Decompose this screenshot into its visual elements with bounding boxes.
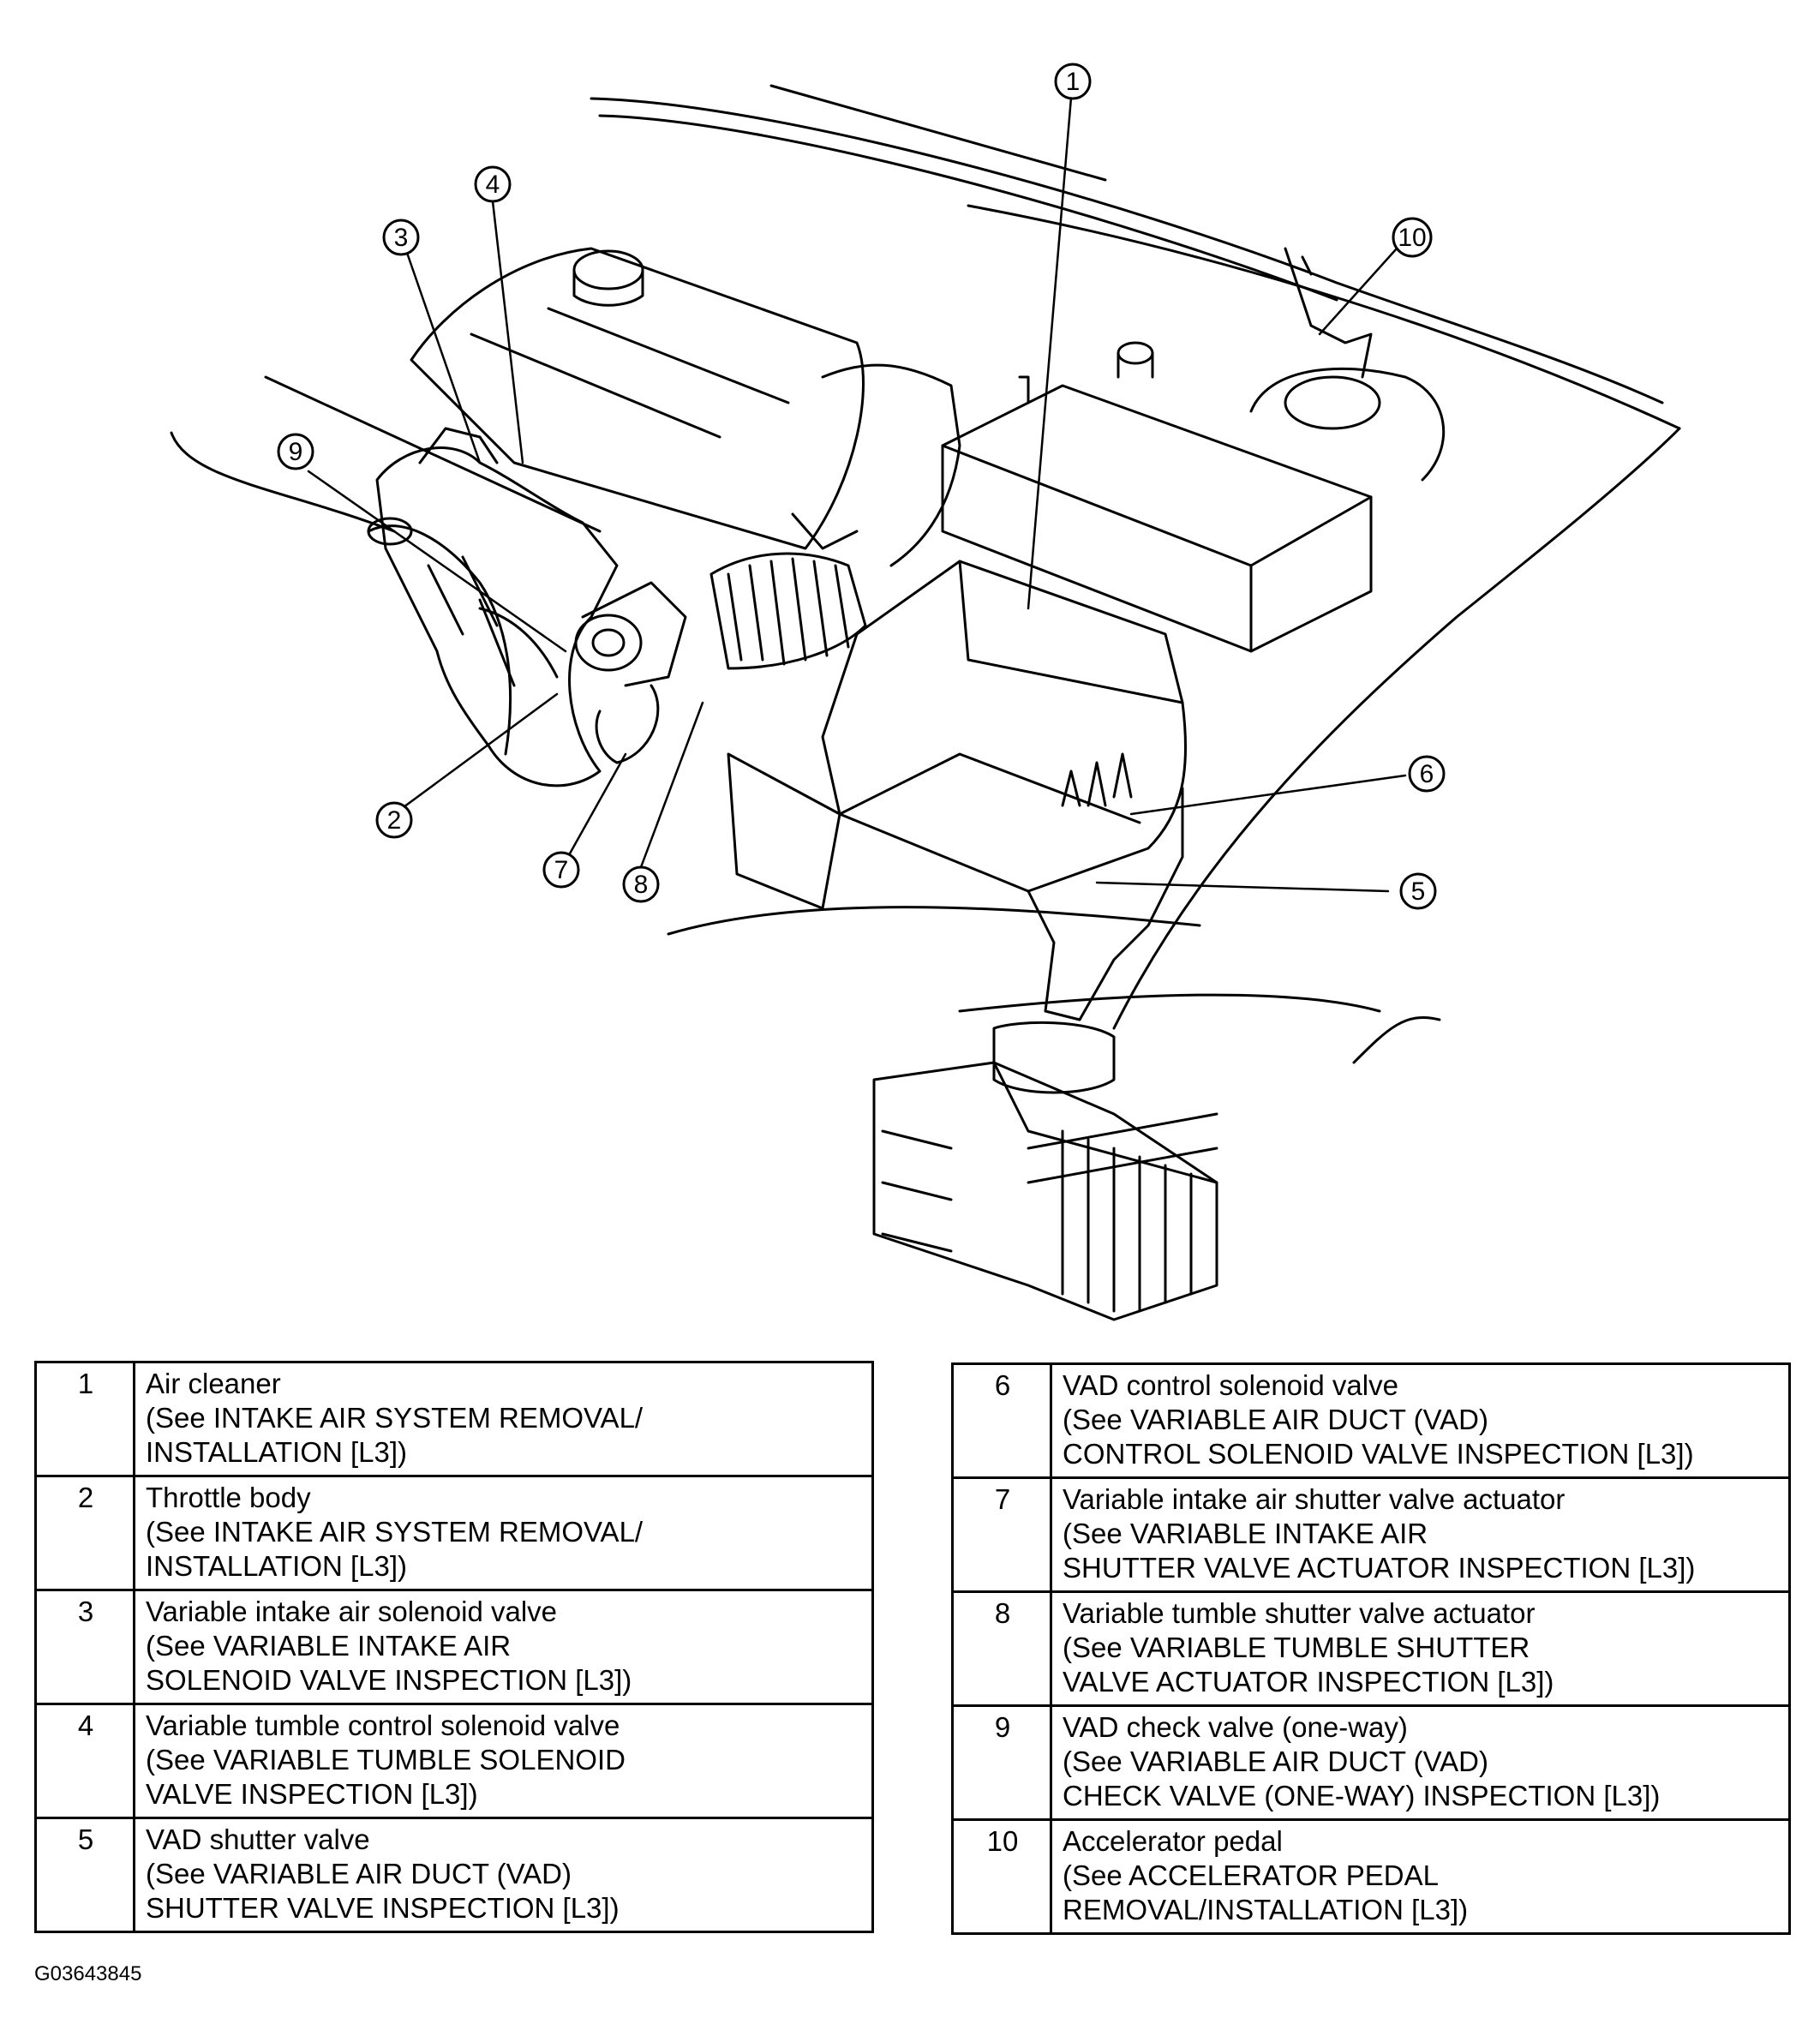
callout-3-label: 3 (394, 224, 409, 252)
legend-description: VAD check valve (one-way) (See VARIABLE … (1050, 1704, 1791, 1821)
legend-description: Air cleaner (See INTAKE AIR SYSTEM REMOV… (133, 1361, 874, 1477)
legend-number: 6 (951, 1362, 1052, 1479)
intake-hose (709, 552, 867, 670)
accelerator-pedal-link (1284, 247, 1373, 379)
callout-4: 4 (474, 165, 512, 203)
legend-number: 8 (951, 1590, 1052, 1707)
legend-row: 10 Accelerator pedal (See ACCELERATOR PE… (951, 1818, 1791, 1935)
legend-description: Variable tumble control solenoid valve (… (133, 1703, 874, 1819)
callout-1-label: 1 (1066, 68, 1081, 96)
legend-description: Variable intake air solenoid valve (See … (133, 1589, 874, 1705)
callout-7-label: 7 (554, 856, 569, 884)
reservoir (1249, 367, 1446, 482)
callout-4-label: 4 (486, 171, 500, 199)
callout-2-label: 2 (387, 806, 402, 835)
callout-8-label: 8 (634, 871, 649, 899)
callout-3: 3 (382, 219, 420, 256)
legend-row: 9 VAD check valve (one-way) (See VARIABL… (951, 1704, 1791, 1821)
callout-9: 9 (277, 433, 314, 470)
callout-10: 10 (1392, 217, 1433, 258)
callout-6-label: 6 (1420, 760, 1434, 788)
callout-5-label: 5 (1411, 877, 1426, 906)
callout-7: 7 (542, 851, 580, 889)
figure-id: G03643845 (34, 1962, 142, 1985)
legend-number: 7 (951, 1476, 1052, 1593)
throttle-body (574, 581, 687, 764)
legend-description: Variable tumble shutter valve actuator (… (1050, 1590, 1791, 1707)
legend-number: 9 (951, 1704, 1052, 1821)
legend-row: 6 VAD control solenoid valve (See VARIAB… (951, 1362, 1791, 1479)
legend-description: Variable intake air shutter valve actuat… (1050, 1476, 1791, 1593)
callout-8: 8 (622, 865, 660, 903)
battery (941, 341, 1373, 653)
legend-number: 3 (34, 1589, 135, 1705)
engine-head (410, 247, 961, 567)
callout-6: 6 (1408, 755, 1446, 793)
legend-description: VAD shutter valve (See VARIABLE AIR DUCT… (133, 1817, 874, 1933)
legend-row: 8 Variable tumble shutter valve actuator… (951, 1590, 1791, 1707)
callout-2: 2 (375, 801, 413, 839)
legend-number: 4 (34, 1703, 135, 1819)
air-cleaner-box (727, 560, 1188, 1021)
callout-1: 1 (1054, 63, 1092, 100)
legend-number: 5 (34, 1817, 135, 1933)
legend-row: 2 Throttle body (See INTAKE AIR SYSTEM R… (34, 1475, 874, 1591)
legend-row: 1 Air cleaner (See INTAKE AIR SYSTEM REM… (34, 1361, 874, 1477)
legend-description: Throttle body (See INTAKE AIR SYSTEM REM… (133, 1475, 874, 1591)
legend-number: 2 (34, 1475, 135, 1591)
legend-description: Accelerator pedal (See ACCELERATOR PEDAL… (1050, 1818, 1791, 1935)
legend-row: 3 Variable intake air solenoid valve (Se… (34, 1589, 874, 1705)
callout-5: 5 (1399, 872, 1437, 910)
callout-9-label: 9 (289, 438, 303, 466)
body-outline (170, 84, 1681, 1064)
air-duct (872, 1021, 1218, 1321)
legend-row: 4 Variable tumble control solenoid valve… (34, 1703, 874, 1819)
leader-lines (307, 96, 1407, 893)
legend-number: 1 (34, 1361, 135, 1477)
legend-table-right: 6 VAD control solenoid valve (See VARIAB… (951, 1362, 1791, 1935)
legend-description: VAD control solenoid valve (See VARIABLE… (1050, 1362, 1791, 1479)
callout-10-label: 10 (1398, 224, 1426, 252)
engine-compartment-diagram: 1 2 3 4 5 6 7 8 9 10 (170, 63, 1681, 1321)
legend-table-left: 1 Air cleaner (See INTAKE AIR SYSTEM REM… (34, 1361, 874, 1933)
legend-number: 10 (951, 1818, 1052, 1935)
legend-row: 5 VAD shutter valve (See VARIABLE AIR DU… (34, 1817, 874, 1933)
legend-row: 7 Variable intake air shutter valve actu… (951, 1476, 1791, 1593)
